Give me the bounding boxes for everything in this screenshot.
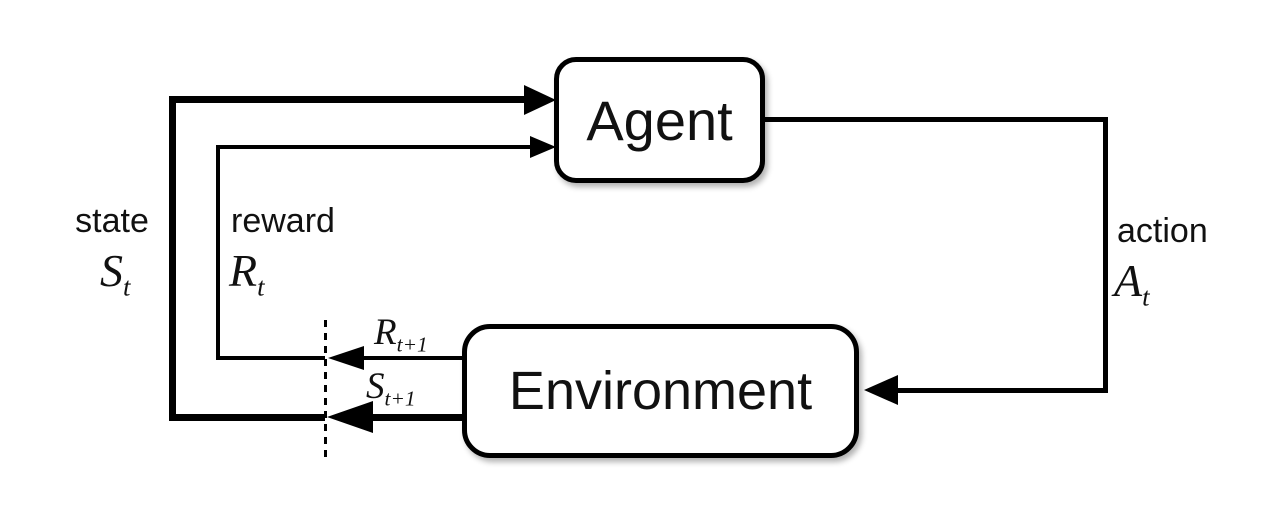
action-line-bottom	[896, 388, 1108, 393]
reward-line-bottom	[216, 356, 325, 360]
reward-to-agent-arrowhead-icon	[530, 136, 556, 158]
action-label: action	[1117, 212, 1208, 250]
environment-node: Environment	[462, 324, 859, 458]
action-line-top	[764, 117, 1108, 122]
agent-node: Agent	[554, 57, 765, 183]
state-line-bottom	[169, 414, 325, 421]
reward-line-top	[216, 145, 532, 149]
time-boundary-dashed-line	[324, 320, 327, 460]
next-reward-arrowhead-icon	[328, 346, 364, 370]
reward-line-vertical	[216, 145, 220, 360]
reward-symbol: Rt	[229, 245, 265, 302]
state-line-vertical	[169, 96, 176, 421]
reward-label: reward	[231, 202, 335, 240]
state-line-top	[169, 96, 526, 103]
state-label: state	[75, 202, 149, 240]
next-reward-line	[360, 356, 462, 360]
next-state-symbol: St+1	[366, 366, 416, 411]
action-symbol: At	[1114, 255, 1150, 312]
next-state-line	[369, 414, 462, 421]
action-line-vertical	[1103, 117, 1108, 393]
next-reward-symbol: Rt+1	[374, 312, 428, 357]
next-state-arrowhead-icon	[327, 401, 373, 433]
action-to-environment-arrowhead-icon	[864, 375, 898, 405]
state-to-agent-arrowhead-icon	[524, 85, 556, 115]
agent-label: Agent	[586, 88, 733, 152]
environment-label: Environment	[508, 361, 813, 421]
state-symbol: St	[100, 245, 131, 302]
